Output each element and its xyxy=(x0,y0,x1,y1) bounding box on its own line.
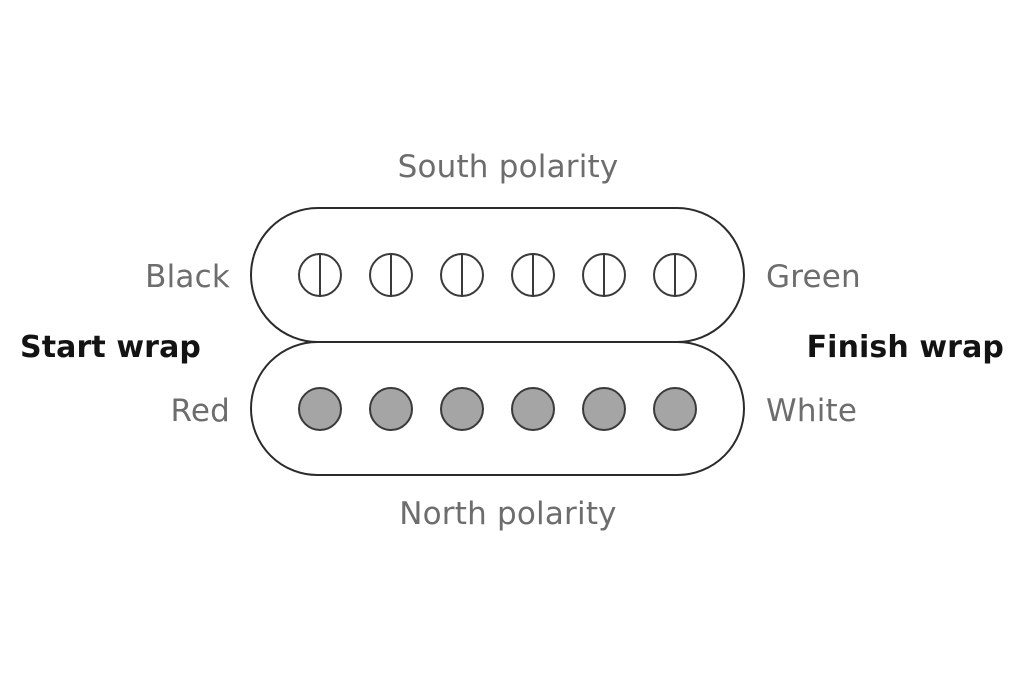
top-coil-body xyxy=(250,207,745,343)
screw-slot-icon xyxy=(390,253,392,297)
bottom-coil-right-wire-label: White xyxy=(766,393,858,429)
screw-slot-icon xyxy=(603,253,605,297)
screw-slot-icon xyxy=(674,253,676,297)
slug-pole-icon xyxy=(440,386,484,431)
finish-wrap-label: Finish wrap xyxy=(806,330,1004,365)
screw-slot-icon xyxy=(461,253,463,297)
south-polarity-label: South polarity xyxy=(397,149,619,185)
screw-slot-icon xyxy=(319,253,321,297)
screw-pole-icon xyxy=(440,253,484,297)
start-wrap-label: Start wrap xyxy=(20,330,201,365)
slug-pole-icon xyxy=(582,386,626,431)
slug-pole-icon xyxy=(298,386,342,431)
bottom-coil-left-wire-label: Red xyxy=(170,393,230,429)
slug-pole-icon xyxy=(653,386,697,431)
screw-pole-icon xyxy=(653,253,697,297)
screw-pole-icon xyxy=(298,253,342,297)
top-coil-left-wire-label: Black xyxy=(145,259,230,295)
screw-pole-icon xyxy=(582,253,626,297)
top-coil-right-wire-label: Green xyxy=(766,259,861,295)
north-polarity-label: North polarity xyxy=(399,496,617,532)
screw-pole-icon xyxy=(369,253,413,297)
slug-pole-icon xyxy=(369,386,413,431)
bottom-coil-pole-row xyxy=(252,343,743,474)
bottom-coil-body xyxy=(250,341,745,476)
screw-pole-icon xyxy=(511,253,555,297)
top-coil-pole-row xyxy=(252,209,743,341)
screw-slot-icon xyxy=(532,253,534,297)
slug-pole-icon xyxy=(511,386,555,431)
